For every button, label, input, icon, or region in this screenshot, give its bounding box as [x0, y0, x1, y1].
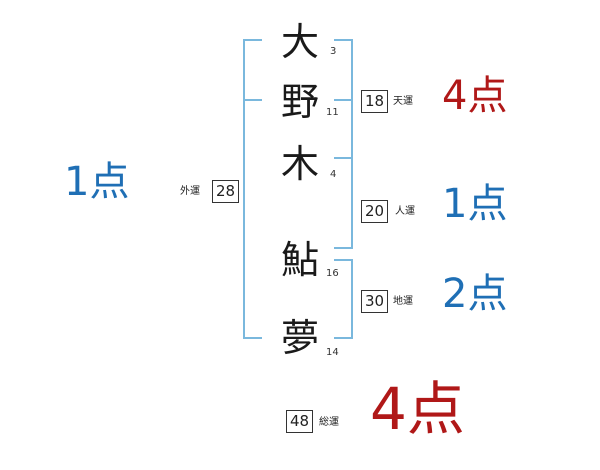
name-char-1: 大	[280, 20, 319, 64]
stroke-count-4: 16	[326, 268, 339, 279]
outer-bracket	[243, 39, 262, 339]
tenun-value: 18	[361, 90, 389, 113]
stroke-count-2: 11	[326, 107, 339, 118]
name-char-3: 木	[280, 142, 319, 186]
chiun-label: 地運	[393, 296, 413, 307]
gaiun-label: 外運	[180, 186, 200, 197]
tenun-score: 4点	[442, 73, 508, 119]
jinun-value: 20	[361, 200, 389, 223]
gaiun-score: 1点	[64, 159, 130, 205]
tenun-label: 天運	[393, 96, 413, 107]
jinun-score: 1点	[442, 181, 508, 227]
name-char-2: 野	[280, 80, 319, 124]
name-char-5: 夢	[280, 316, 319, 360]
souun-score: 4点	[370, 375, 465, 443]
stroke-count-5: 14	[326, 347, 339, 358]
stroke-count-3: 4	[330, 169, 337, 180]
chiun-score: 2点	[442, 271, 508, 317]
souun-label: 総運	[319, 417, 339, 428]
name-char-4: 鮎	[280, 238, 319, 282]
souun-value: 48	[286, 410, 314, 433]
chiun-value: 30	[361, 290, 389, 313]
gaiun-value: 28	[212, 180, 240, 203]
jinun-label: 人運	[395, 206, 415, 217]
jinun-bracket	[334, 157, 353, 249]
chiun-bracket	[334, 259, 353, 339]
stroke-count-1: 3	[330, 46, 337, 57]
